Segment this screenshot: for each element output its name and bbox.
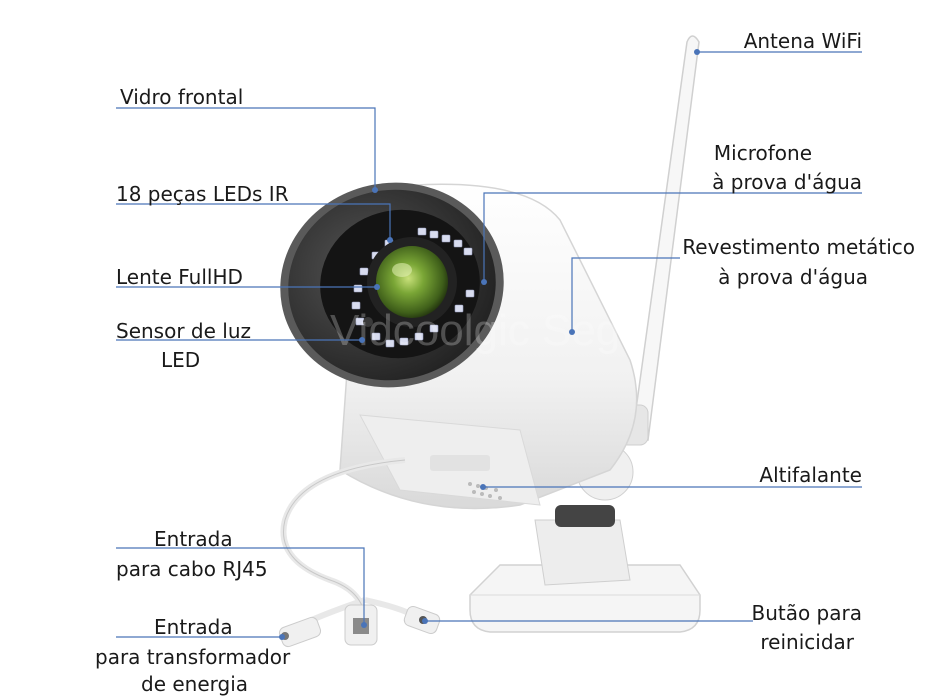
leader-dots	[279, 49, 700, 640]
leader-vidro	[116, 107, 376, 190]
leader-rj45	[116, 547, 365, 625]
label-vidro-frontal: Vidro frontal	[120, 85, 244, 109]
label-altifalante: Altifalante	[759, 463, 862, 487]
leader-leds	[116, 203, 391, 240]
leader-microfone	[483, 192, 862, 282]
speaker-grille	[468, 482, 502, 500]
leader-lines	[116, 51, 862, 638]
label-rj45-line2: para cabo RJ45	[116, 557, 268, 581]
label-revestimento-line1: Revestimento metático	[682, 235, 915, 259]
label-rj45-line1: Entrada	[154, 527, 233, 551]
label-revestimento-line2: à prova d'água	[718, 265, 868, 289]
leader-revestimento	[571, 257, 680, 332]
label-energia-line2: para transformador	[95, 645, 291, 669]
label-antena-wifi: Antena WiFi	[743, 29, 862, 53]
cable-outline	[283, 459, 406, 616]
light-sensor	[363, 317, 373, 327]
label-sensor-line1: Sensor de luz	[116, 319, 251, 343]
label-botao-line1: Butão para	[751, 601, 862, 625]
label-microfone-line1: Microfone	[713, 141, 812, 165]
reset-button	[403, 605, 441, 635]
label-microfone-line2: à prova d'água	[712, 170, 862, 194]
lens	[367, 237, 457, 327]
label-lente: Lente FullHD	[116, 265, 243, 289]
watermark: Vidcoolgic Segu	[330, 306, 645, 355]
label-energia-line3: de energia	[141, 672, 249, 696]
label-sensor-line2: LED	[161, 348, 201, 372]
label-leds-ir: 18 peças LEDs IR	[116, 182, 289, 206]
label-botao-line2: reinicidar	[760, 630, 854, 654]
label-energia-line1: Entrada	[154, 615, 233, 639]
